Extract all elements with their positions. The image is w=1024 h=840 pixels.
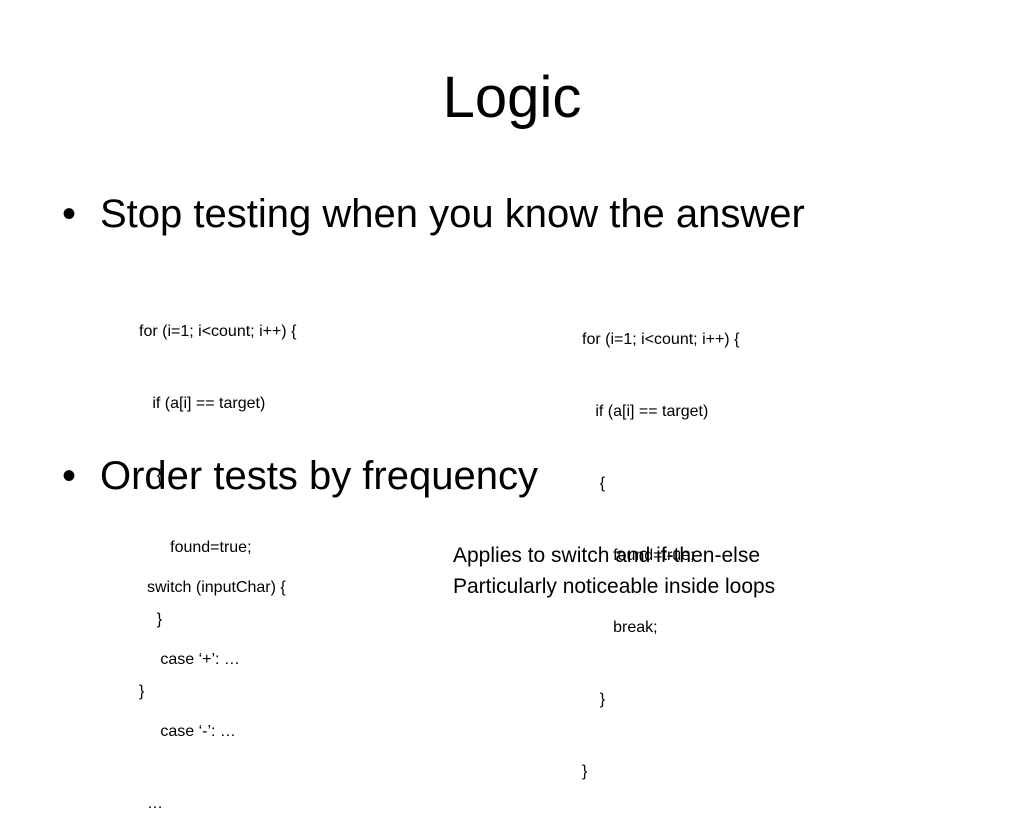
bullet-order-tests: • Order tests by frequency: [62, 452, 538, 500]
code-line: …: [147, 795, 163, 812]
code-line: break;: [582, 619, 658, 636]
code-line: found=true;: [582, 547, 695, 564]
notes-text: Applies to switch and if-then-else Parti…: [453, 540, 775, 602]
code-line: }: [139, 611, 163, 628]
bullet-marker: •: [62, 192, 77, 236]
note-line: Applies to switch and if-then-else: [453, 544, 760, 567]
bullet-text: Order tests by frequency: [100, 454, 538, 498]
code-line: case ‘-’: …: [147, 723, 236, 740]
code-line: {: [582, 475, 606, 492]
code-block-loop-no-break: for (i=1; i<count; i++) { if (a[i] == ta…: [139, 272, 296, 728]
code-line: if (a[i] == target): [582, 403, 709, 420]
code-line: for (i=1; i<count; i++) {: [582, 331, 740, 348]
slide-title: Logic: [442, 65, 582, 130]
code-line: case ‘+’: …: [147, 651, 240, 668]
code-line: switch (inputChar) {: [147, 579, 286, 596]
code-line: {: [139, 467, 163, 484]
code-line: found=true;: [139, 539, 252, 556]
code-line: }: [582, 691, 606, 708]
bullet-marker: •: [62, 454, 77, 498]
code-block-switch: switch (inputChar) { case ‘+’: … case ‘-…: [147, 528, 286, 840]
bullet-stop-testing: • Stop testing when you know the answer: [62, 190, 805, 238]
code-line: }: [139, 683, 145, 700]
code-line: }: [582, 763, 588, 780]
code-block-loop-with-break: for (i=1; i<count; i++) { if (a[i] == ta…: [582, 280, 739, 808]
code-line: if (a[i] == target): [139, 395, 266, 412]
code-line: for (i=1; i<count; i++) {: [139, 323, 297, 340]
bullet-text: Stop testing when you know the answer: [100, 192, 805, 236]
note-line: Particularly noticeable inside loops: [453, 575, 776, 598]
